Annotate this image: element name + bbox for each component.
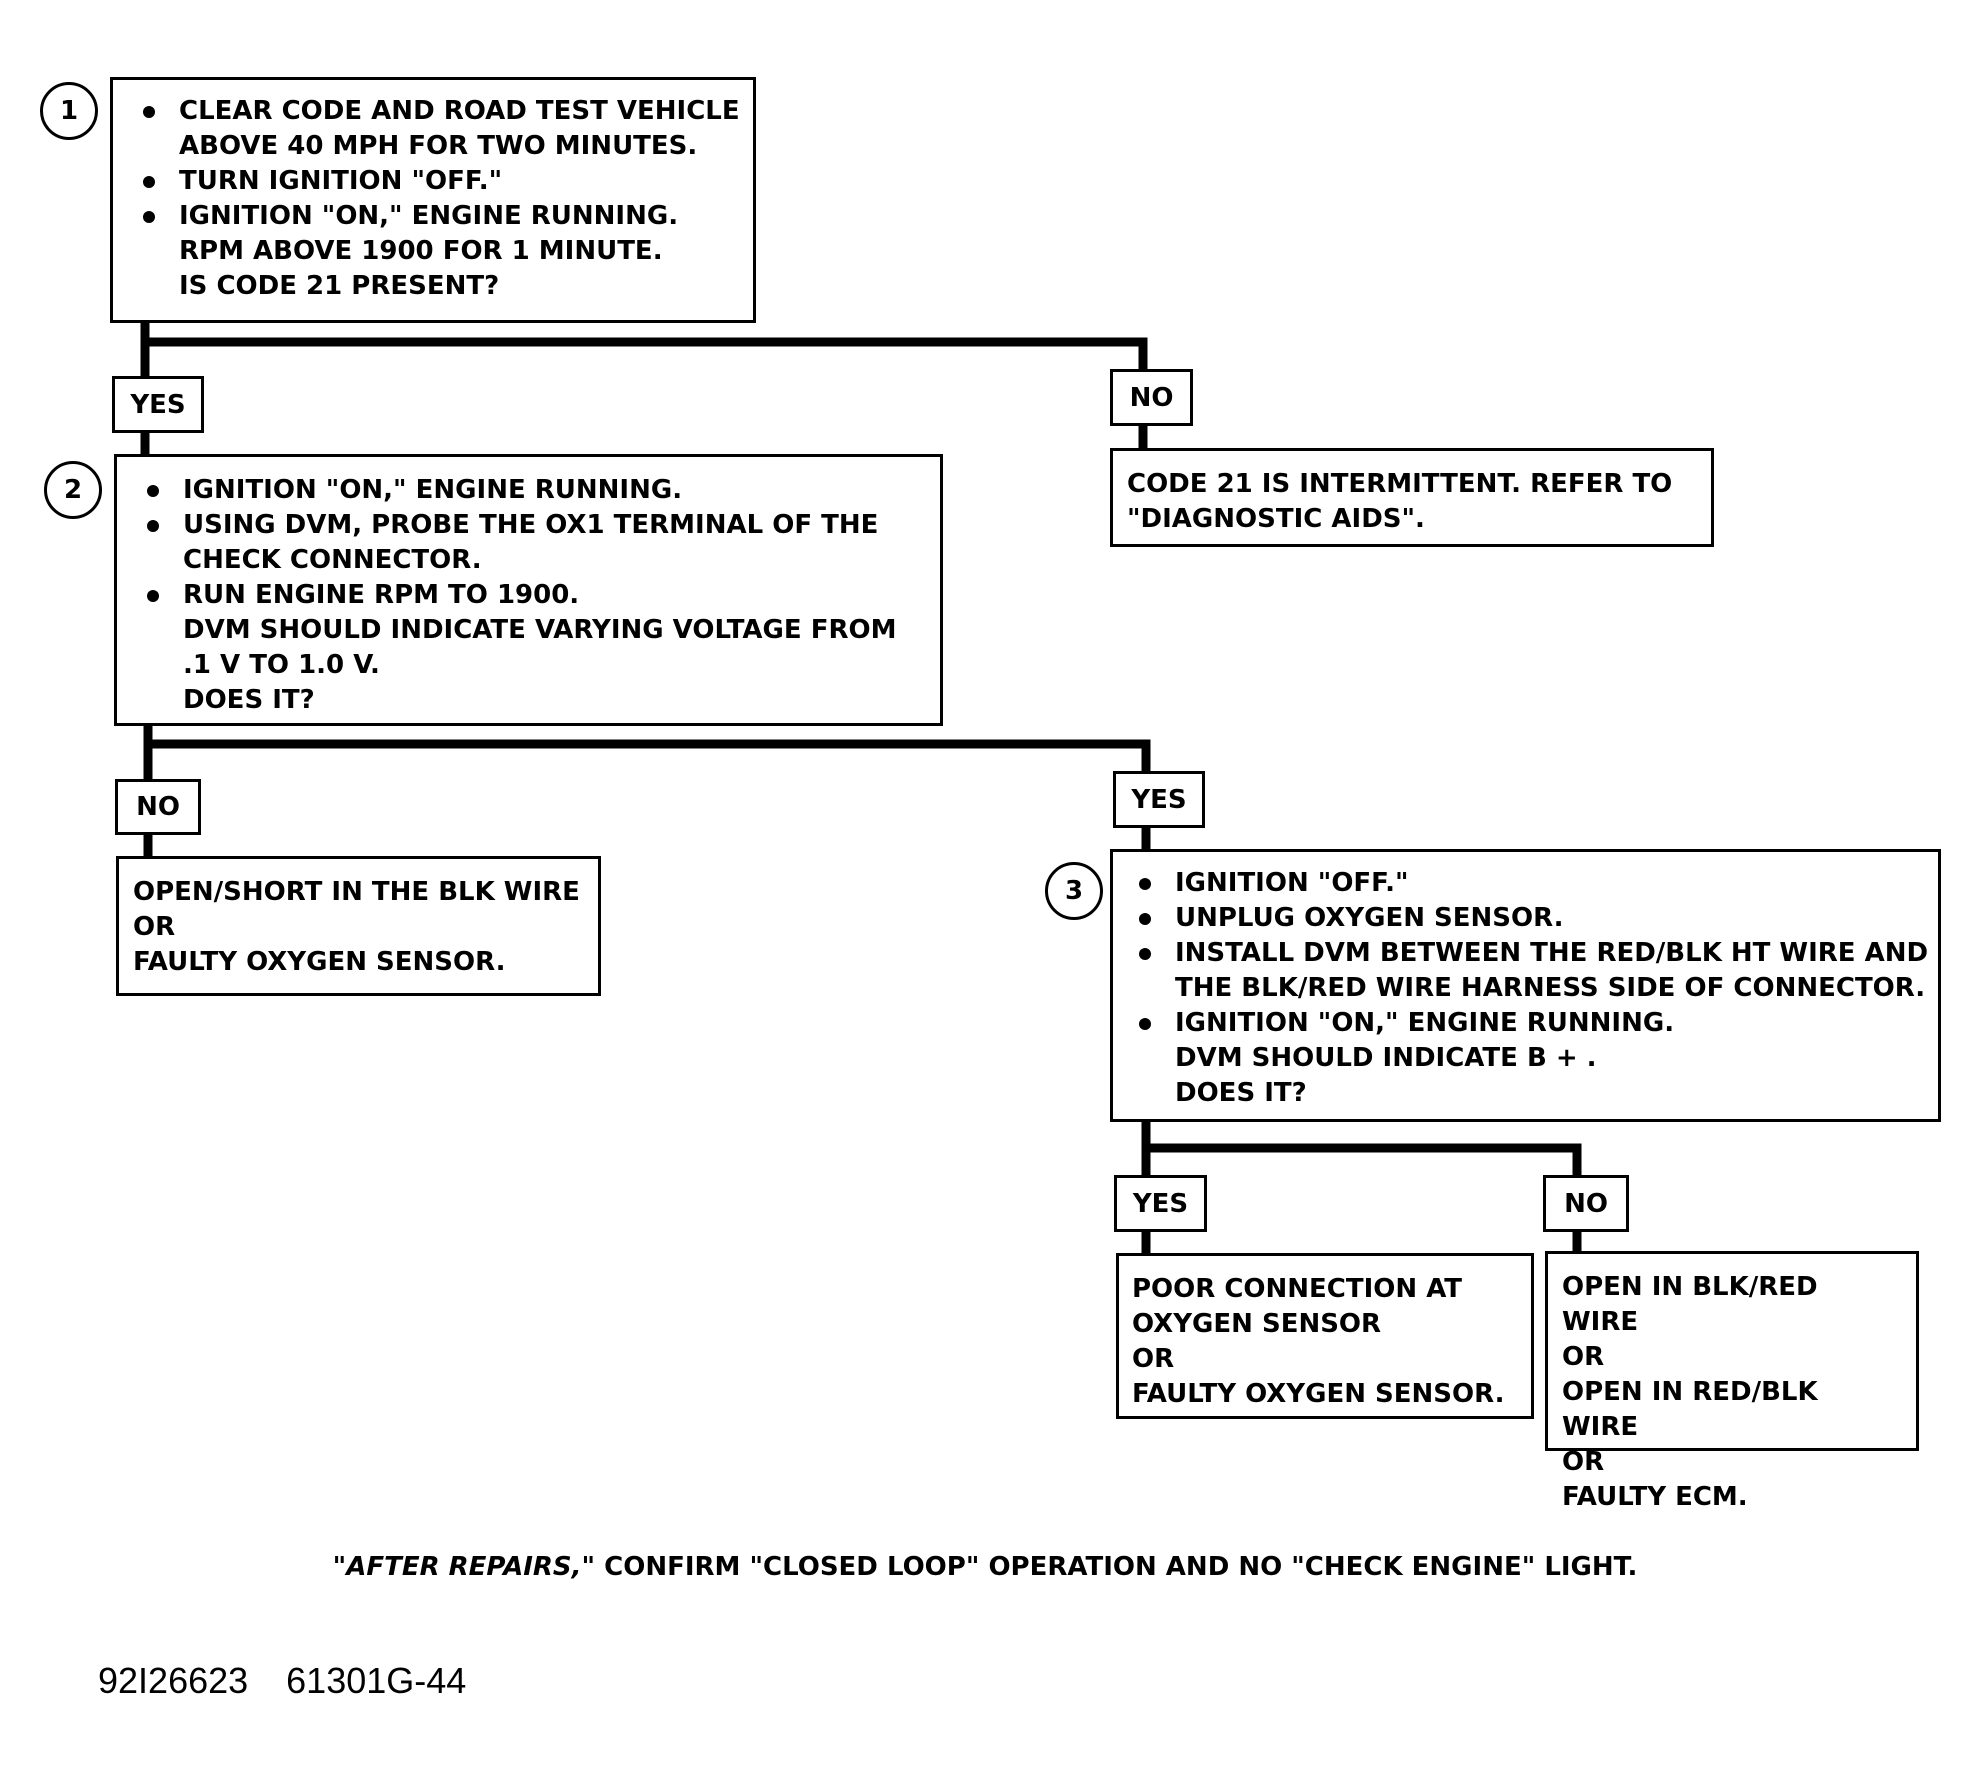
bullet-icon — [147, 520, 159, 532]
step-3-box: IGNITION "OFF." UNPLUG OXYGEN SENSOR. IN… — [1110, 849, 1941, 1122]
figure-id-primary: 92I26623 — [98, 1660, 249, 1701]
step-3-item-4-line-3: DOES IT? — [1175, 1078, 1307, 1108]
result-intermittent-line-2: "DIAGNOSTIC AIDS". — [1127, 504, 1425, 534]
result-open-short-line-3: FAULTY OXYGEN SENSOR. — [133, 947, 506, 977]
result-open-wires-line-5: FAULTY ECM. — [1562, 1482, 1748, 1512]
result-intermittent-line-1: CODE 21 IS INTERMITTENT. REFER TO — [1127, 469, 1673, 499]
result-open-wires-line-2: OR — [1562, 1342, 1605, 1372]
bullet-icon — [143, 106, 155, 118]
result-poor-connection-line-2: OXYGEN SENSOR — [1132, 1309, 1382, 1339]
figure-id-row: 92I26623 61301G-44 — [98, 1660, 504, 1702]
result-poor-connection-line-4: FAULTY OXYGEN SENSOR. — [1132, 1379, 1505, 1409]
step-1-item-1-line-2: ABOVE 40 MPH FOR TWO MINUTES. — [179, 131, 698, 161]
figure-id-secondary: 61301G-44 — [286, 1660, 467, 1701]
bullet-icon — [1139, 948, 1151, 960]
step-2-item-3-line-3: .1 V TO 1.0 V. — [183, 650, 380, 680]
step-2-item-3: RUN ENGINE RPM TO 1900. DVM SHOULD INDIC… — [139, 578, 930, 718]
step-3-no-label: NO — [1543, 1175, 1629, 1232]
step-1-item-3-line-2: RPM ABOVE 1900 FOR 1 MINUTE. — [179, 236, 663, 266]
step-3-item-2: UNPLUG OXYGEN SENSOR. — [1131, 901, 1930, 936]
step-2-yes-label: YES — [1113, 771, 1205, 828]
step-2-item-2: USING DVM, PROBE THE OX1 TERMINAL OF THE… — [139, 508, 930, 578]
step-1-item-1-line-1: CLEAR CODE AND ROAD TEST VEHICLE — [179, 96, 740, 126]
step-3-item-4: IGNITION "ON," ENGINE RUNNING. DVM SHOUL… — [1131, 1006, 1930, 1111]
bullet-icon — [1139, 878, 1151, 890]
after-repairs-emphasis: "AFTER REPAIRS," — [332, 1552, 596, 1582]
step-2-number: 2 — [63, 475, 83, 505]
step-1-item-3: IGNITION "ON," ENGINE RUNNING. RPM ABOVE… — [135, 199, 743, 304]
step-2-number-circle: 2 — [44, 461, 102, 519]
step-2-no-label: NO — [115, 779, 201, 835]
step-1-item-3-line-3: IS CODE 21 PRESENT? — [179, 271, 500, 301]
step-2-list: IGNITION "ON," ENGINE RUNNING. USING DVM… — [139, 473, 930, 718]
step-2-item-2-line-1: USING DVM, PROBE THE OX1 TERMINAL OF THE — [183, 510, 879, 540]
result-poor-connection-line-3: OR — [1132, 1344, 1175, 1374]
step-1-item-3-line-1: IGNITION "ON," ENGINE RUNNING. — [179, 201, 679, 231]
step-2-box: IGNITION "ON," ENGINE RUNNING. USING DVM… — [114, 454, 943, 726]
step-3-number: 3 — [1064, 876, 1084, 906]
step-3-item-3: INSTALL DVM BETWEEN THE RED/BLK HT WIRE … — [1131, 936, 1930, 1006]
result-open-short-line-2: OR — [133, 912, 176, 942]
step-1-number-circle: 1 — [40, 82, 98, 140]
result-open-wires-faulty-ecm: OPEN IN BLK/RED WIRE OR OPEN IN RED/BLK … — [1545, 1251, 1919, 1512]
step-1-item-1: CLEAR CODE AND ROAD TEST VEHICLE ABOVE 4… — [135, 94, 743, 164]
result-poor-connection-line-1: POOR CONNECTION AT — [1132, 1274, 1463, 1304]
step-3-item-1-line-1: IGNITION "OFF." — [1175, 868, 1409, 898]
step-3-list: IGNITION "OFF." UNPLUG OXYGEN SENSOR. IN… — [1131, 866, 1930, 1111]
bullet-icon — [1139, 1018, 1151, 1030]
step-1-number: 1 — [59, 96, 79, 126]
step-2-item-3-line-4: DOES IT? — [183, 685, 315, 715]
result-poor-connection: POOR CONNECTION AT OXYGEN SENSOR OR FAUL… — [1116, 1253, 1534, 1419]
result-open-wires-line-4: OR — [1562, 1447, 1605, 1477]
step-2-item-2-line-2: CHECK CONNECTOR. — [183, 545, 482, 575]
step-3-item-3-line-2: THE BLK/RED WIRE HARNESS SIDE OF CONNECT… — [1175, 973, 1926, 1003]
step-3-item-2-line-1: UNPLUG OXYGEN SENSOR. — [1175, 903, 1564, 933]
step-2-item-1: IGNITION "ON," ENGINE RUNNING. — [139, 473, 930, 508]
result-open-short-line-1: OPEN/SHORT IN THE BLK WIRE — [133, 877, 580, 907]
step-1-item-2: TURN IGNITION "OFF." — [135, 164, 743, 199]
step-2-item-1-line-1: IGNITION "ON," ENGINE RUNNING. — [183, 475, 683, 505]
step-1-item-2-line-1: TURN IGNITION "OFF." — [179, 166, 503, 196]
bullet-icon — [1139, 913, 1151, 925]
result-open-short-blk-wire: OPEN/SHORT IN THE BLK WIRE OR FAULTY OXY… — [116, 856, 601, 996]
step-3-item-1: IGNITION "OFF." — [1131, 866, 1930, 901]
bullet-icon — [143, 211, 155, 223]
step-3-number-circle: 3 — [1045, 862, 1103, 920]
bullet-icon — [143, 176, 155, 188]
after-repairs-note: "AFTER REPAIRS," CONFIRM "CLOSED LOOP" O… — [0, 1552, 1970, 1582]
bullet-icon — [147, 485, 159, 497]
step-1-no-label: NO — [1110, 369, 1193, 426]
step-1-yes-label: YES — [112, 376, 204, 433]
step-3-item-4-line-1: IGNITION "ON," ENGINE RUNNING. — [1175, 1008, 1675, 1038]
step-3-yes-label: YES — [1114, 1175, 1207, 1232]
result-open-wires-line-3: OPEN IN RED/BLK WIRE — [1562, 1377, 1818, 1442]
result-code-21-intermittent: CODE 21 IS INTERMITTENT. REFER TO "DIAGN… — [1110, 448, 1714, 547]
step-2-item-3-line-2: DVM SHOULD INDICATE VARYING VOLTAGE FROM — [183, 615, 897, 645]
bullet-icon — [147, 590, 159, 602]
step-2-item-3-line-1: RUN ENGINE RPM TO 1900. — [183, 580, 580, 610]
step-1-box: CLEAR CODE AND ROAD TEST VEHICLE ABOVE 4… — [110, 77, 756, 323]
step-3-item-3-line-1: INSTALL DVM BETWEEN THE RED/BLK HT WIRE … — [1175, 938, 1929, 968]
after-repairs-rest: CONFIRM "CLOSED LOOP" OPERATION AND NO "… — [595, 1552, 1638, 1582]
step-3-item-4-line-2: DVM SHOULD INDICATE B + . — [1175, 1043, 1597, 1073]
step-1-list: CLEAR CODE AND ROAD TEST VEHICLE ABOVE 4… — [135, 94, 743, 304]
result-open-wires-line-1: OPEN IN BLK/RED WIRE — [1562, 1272, 1818, 1337]
